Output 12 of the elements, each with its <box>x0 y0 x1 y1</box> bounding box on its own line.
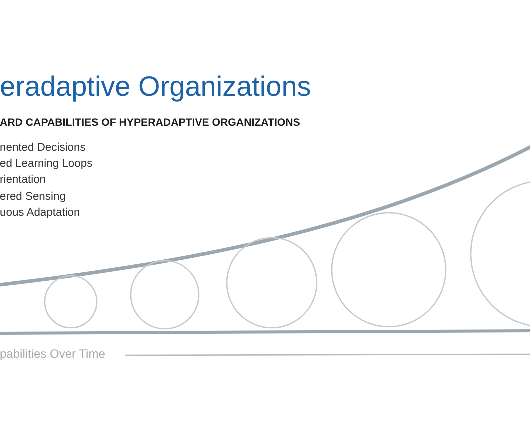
list-item: nented Decisions <box>0 141 86 155</box>
list-item: uous Adaptation <box>0 206 80 220</box>
axis-label: pabilities Over Time <box>0 346 106 362</box>
circle <box>130 260 200 330</box>
subtitle: ARD CAPABILITIES OF HYPERADAPTIVE ORGANIZATIONS <box>0 116 300 130</box>
circle <box>44 275 98 329</box>
circle <box>331 212 447 328</box>
title: eradaptive Organizations <box>0 70 312 104</box>
list-item: rientation <box>0 173 46 187</box>
list-item: ed Learning Loops <box>0 157 93 171</box>
list-item: ered Sensing <box>0 190 66 204</box>
circle <box>226 237 318 329</box>
